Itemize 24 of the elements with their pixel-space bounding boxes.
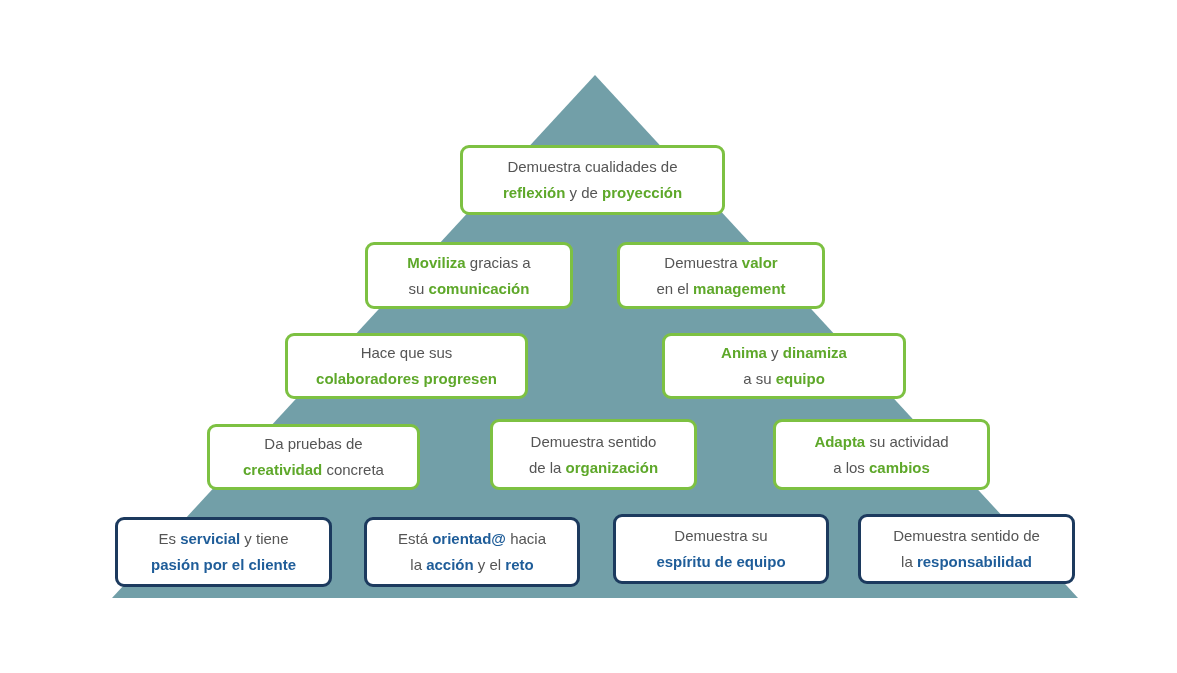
text-box <box>207 424 420 490</box>
text-box <box>115 517 332 587</box>
text-box <box>662 333 906 399</box>
text-box <box>364 517 580 587</box>
text-box <box>365 242 573 309</box>
text-box <box>490 419 697 490</box>
box-text: Hace que sus colaboradores progresen <box>315 343 498 389</box>
text-box <box>773 419 990 490</box>
box-text: Demuestra valor en el management <box>655 252 787 299</box>
box-text: Demuestra sentido de la responsabilidad <box>892 526 1041 572</box>
text-box <box>460 145 725 215</box>
text-box <box>285 333 528 399</box>
text-box <box>617 242 825 309</box>
box-text: Moviliza gracias a su comunicación <box>406 252 532 299</box>
box-text: Adapta su actividad a los cambios <box>813 431 950 478</box>
box-text: Da pruebas de creatividad concreta <box>242 434 385 480</box>
box-text: Demuestra cualidades de reflexión y de proyección <box>501 157 684 203</box>
box-text: Es servicial y tiene pasión por el cliente <box>149 529 297 575</box>
text-box <box>613 514 829 584</box>
text-box <box>858 514 1075 584</box>
box-text: Demuestra sentido de la organización <box>527 431 660 478</box>
box-text: Anima y dinamiza a su equipo <box>720 343 848 389</box>
box-text: Está orientad@ hacia la acción y el reto <box>397 529 547 575</box>
box-text: Demuestra su espíritu de equipo <box>655 526 787 572</box>
